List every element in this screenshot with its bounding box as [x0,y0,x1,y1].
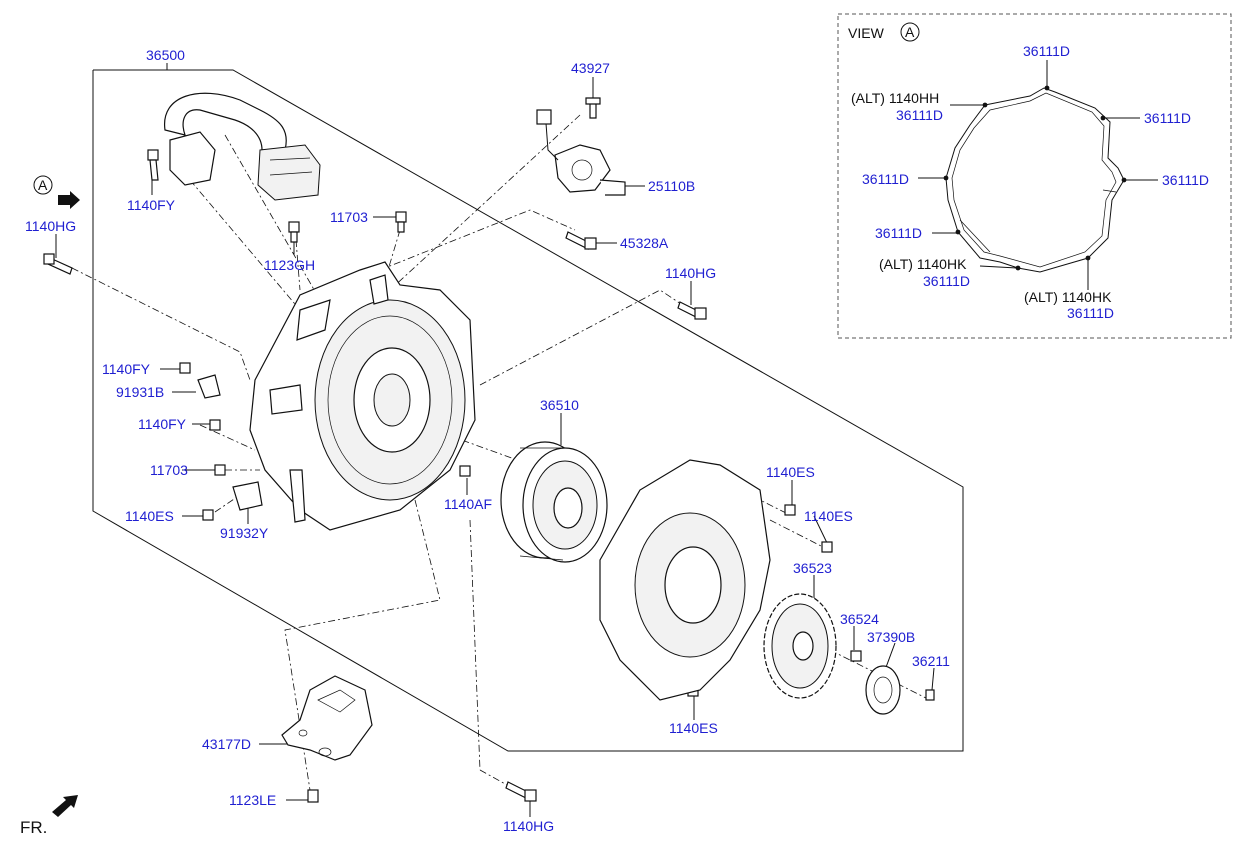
view-a-label-alt-hk1: (ALT) 1140HK [879,256,967,272]
label-1140fy-mid: 1140FY [102,361,151,377]
label-43177d: 43177D [202,736,251,752]
label-43927: 43927 [571,60,610,76]
view-a-leaders [918,60,1158,290]
part-labels: 36500 43927 25110B 45328A 1140HG 1140HG … [25,47,950,834]
view-a-label-alt-hk1-sub: 36111D [923,273,970,289]
view-a-label-right-top: 36111D [1144,110,1191,126]
label-1123gh: 1123GH [264,257,315,273]
gasket-outline [945,87,1125,273]
brackets [197,374,263,511]
view-a-label-left-mid: 36111D [862,171,909,187]
label-1140hg-bottom: 1140HG [503,818,554,834]
label-1140es-left: 1140ES [125,508,174,524]
view-a-label-left-low: 36111D [875,225,922,241]
label-36524: 36524 [840,611,879,627]
marker-a-arrow-icon [58,191,80,209]
label-1140hg-left: 1140HG [25,218,76,234]
coolant-hose-assembly [164,92,321,201]
view-a-label-alt-hh-sub: 36111D [896,107,943,123]
view-a-label-alt-hk2: (ALT) 1140HK [1024,289,1112,305]
view-a-label-right-mid: 36111D [1162,172,1209,188]
bolts [43,97,935,803]
front-indicator: FR. [20,795,78,837]
label-91931b: 91931B [116,384,164,400]
marker-a: A [33,175,80,209]
marker-a-circle [33,175,53,195]
view-a-marker: A [905,24,915,40]
label-1140af: 1140AF [444,496,492,512]
motor-housing-36500 [249,261,476,531]
label-1140es-r1: 1140ES [766,464,815,480]
assembly-outline [92,69,964,752]
label-1140fy-low: 1140FY [138,416,187,432]
marker-a-label: A [38,177,48,193]
rotor-36510 [500,441,608,563]
label-36500: 36500 [146,47,185,63]
label-36523: 36523 [793,560,832,576]
label-1140hg-top: 1140HG [665,265,716,281]
gasket-tab [959,219,991,253]
view-a-marker-circle [900,22,920,42]
label-1140es-bottom: 1140ES [669,720,718,736]
label-45328a: 45328A [620,235,669,251]
label-25110b: 25110B [648,178,695,194]
gear-36523 [763,593,837,699]
label-1123le: 1123LE [229,792,276,808]
label-1140fy-top: 1140FY [127,197,176,213]
view-a-title: VIEW [848,25,885,41]
leader-lines [55,63,935,817]
label-36510: 36510 [540,397,579,413]
view-a-label-top: 36111D [1023,43,1070,59]
label-36211: 36211 [912,653,950,669]
label-1140es-r2: 1140ES [804,508,853,524]
gasket-bolt-dots [943,85,1127,271]
label-11703-top: 11703 [330,209,368,225]
view-a-label-alt-hh: (ALT) 1140HH [851,90,939,106]
view-a-label-alt-hk2-sub: 36111D [1067,305,1114,321]
position-sensor-25110b [536,109,626,196]
fr-label: FR. [20,818,47,837]
gasket-inner [951,92,1117,268]
fr-arrow-icon [52,795,78,817]
gasket-tab2 [1102,189,1117,193]
mount-bracket-43177d [281,675,373,761]
view-a-inset: VIEW A 36111D [837,13,1232,339]
label-91932y: 91932Y [220,525,269,541]
label-11703-low: 11703 [150,462,188,478]
view-a-box [837,13,1232,339]
label-37390b: 37390B [867,629,915,645]
cover-plate [599,459,771,701]
plate-37390b [865,665,901,715]
